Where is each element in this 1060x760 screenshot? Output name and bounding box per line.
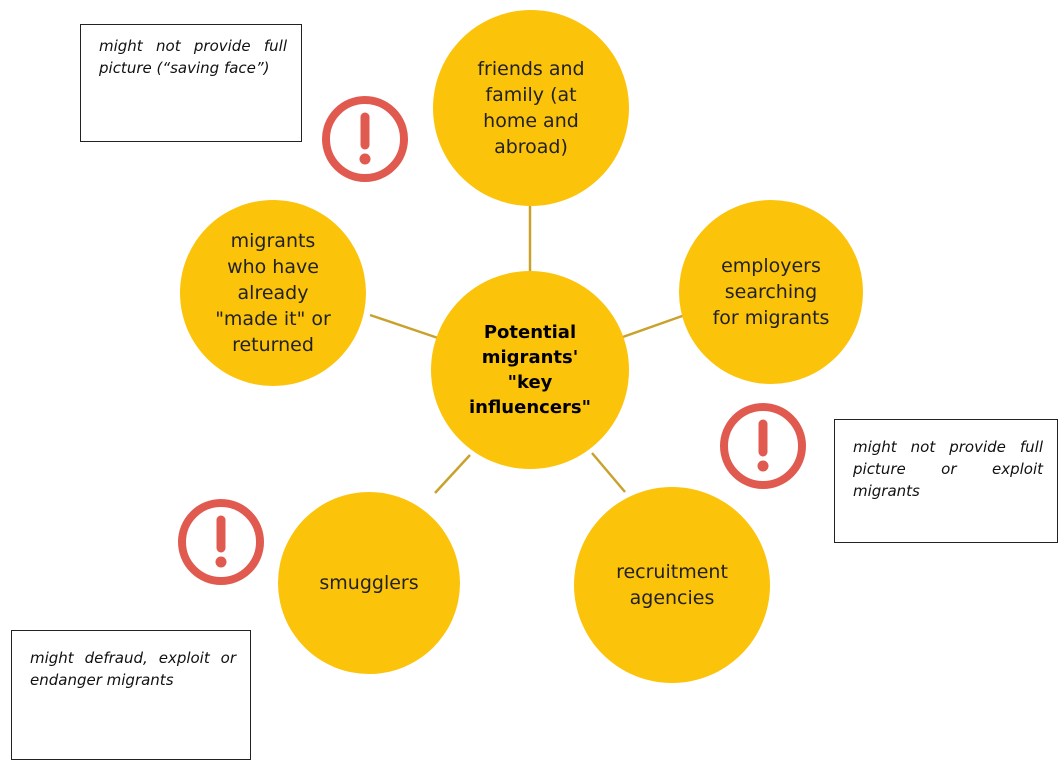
- note-smugglers: might defraud, exploit or endanger migra…: [11, 630, 251, 760]
- central-topic: Potential migrants' "key influencers": [431, 271, 629, 469]
- connector-recruitment: [591, 452, 626, 493]
- influencer-returned-migrants-label: migrants who have already "made it" or r…: [215, 230, 331, 356]
- note-recruitment-text: might not provide full picture or exploi…: [853, 438, 1043, 500]
- exclamation-circle-icon: [175, 496, 267, 588]
- central-topic-label: Potential migrants' "key influencers": [468, 322, 591, 418]
- influencer-recruitment-agencies: recruitment agencies: [574, 487, 770, 683]
- note-friends-family: might not provide full picture (“saving …: [80, 24, 302, 142]
- influencer-friends-family-label: friends and family (at home and abroad): [477, 58, 585, 158]
- influencer-smugglers: smugglers: [278, 492, 460, 674]
- connector-returned: [369, 313, 439, 340]
- note-recruitment: might not provide full picture or exploi…: [834, 419, 1058, 543]
- influencer-employers: employers searching for migrants: [679, 200, 863, 384]
- influencer-friends-family: friends and family (at home and abroad): [433, 10, 629, 206]
- connector-employers: [619, 313, 686, 340]
- influencer-returned-migrants: migrants who have already "made it" or r…: [180, 200, 366, 386]
- exclamation-circle-icon: [717, 400, 809, 492]
- influencer-employers-label: employers searching for migrants: [712, 255, 830, 329]
- influencer-recruitment-agencies-label: recruitment agencies: [616, 561, 728, 609]
- exclamation-circle-icon: [319, 93, 411, 185]
- note-smugglers-text: might defraud, exploit or endanger migra…: [30, 649, 236, 689]
- influencer-smugglers-label: smugglers: [319, 572, 419, 594]
- connector-smugglers: [434, 454, 471, 494]
- note-friends-family-text: might not provide full picture (“saving …: [99, 37, 287, 77]
